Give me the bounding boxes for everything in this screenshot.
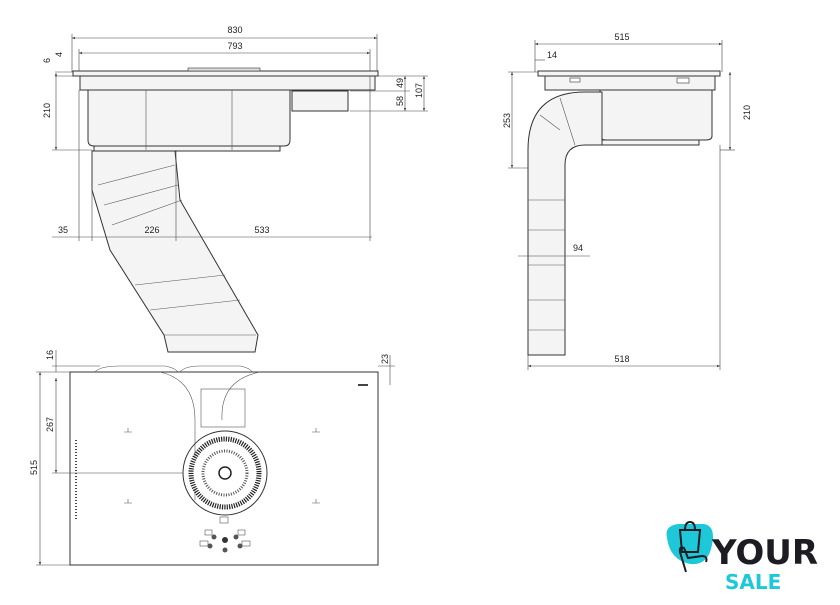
- duct: [91, 150, 259, 353]
- dim-23: 23: [380, 354, 390, 364]
- dim-58: 58: [395, 96, 405, 106]
- yoursale-logo: YOUR SALE: [666, 520, 818, 594]
- dim-4: 4: [54, 52, 64, 57]
- control-panel: [199, 516, 251, 553]
- dim-14: 14: [547, 50, 557, 60]
- dim-210: 210: [42, 103, 52, 118]
- dim-94: 94: [573, 243, 583, 253]
- logo-blob: [666, 524, 713, 565]
- side-box: [291, 90, 349, 112]
- side-view: 515 14 253 210 94 518: [502, 32, 752, 370]
- frame: [79, 75, 376, 91]
- dim-6: 6: [42, 58, 52, 63]
- top-view: 16 23 267 515: [29, 350, 395, 566]
- side-duct: [527, 91, 603, 356]
- dim-210-side: 210: [742, 105, 752, 120]
- motor-box: [87, 89, 291, 147]
- dim-49: 49: [395, 78, 405, 88]
- dim-226: 226: [144, 225, 159, 235]
- dim-253: 253: [502, 113, 512, 128]
- logo-sale: SALE: [725, 570, 781, 594]
- dim-793: 793: [227, 41, 242, 51]
- dim-830: 830: [227, 25, 242, 35]
- dim-515-side: 515: [614, 32, 629, 42]
- glass-plate: [72, 70, 379, 77]
- hob-top: [69, 371, 379, 566]
- dim-107: 107: [414, 83, 424, 98]
- dim-16: 16: [45, 350, 55, 360]
- front-view: 830 793 6 4 210 49 58 107 35 226 533: [42, 25, 428, 353]
- dim-533: 533: [254, 225, 269, 235]
- dim-515-top: 515: [29, 460, 39, 475]
- dim-518: 518: [614, 354, 629, 364]
- shopping-bag-hand-icon: [678, 520, 708, 573]
- dim-35: 35: [58, 225, 68, 235]
- dim-267: 267: [45, 417, 55, 432]
- logo-your: YOUR: [711, 533, 818, 573]
